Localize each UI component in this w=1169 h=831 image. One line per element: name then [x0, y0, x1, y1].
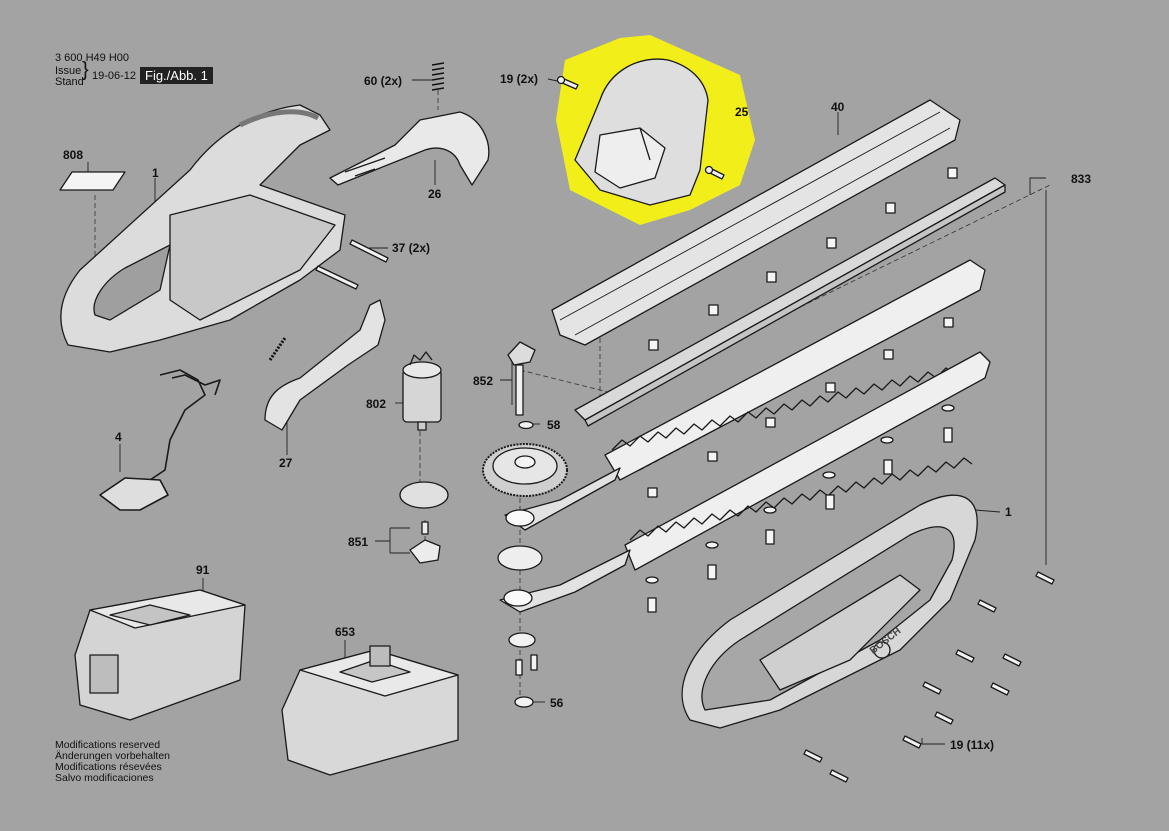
blade-lower	[499, 351, 991, 613]
part-label-802: 802	[366, 397, 387, 411]
stand-label: Stand	[55, 76, 84, 88]
part-label-19-bottom: 19 (11x)	[950, 738, 995, 752]
pin-852	[507, 341, 536, 430]
part-label-40: 40	[831, 100, 845, 114]
footer-modifications-en: Modifications reserved	[55, 739, 161, 751]
brace-glyph: }	[82, 59, 89, 81]
switch-wiring-4	[99, 369, 221, 511]
guard-25	[574, 58, 709, 206]
part-label-852: 852	[473, 374, 494, 388]
part-label-1-bottom: 1	[1005, 505, 1012, 519]
footer-modifications-fr: Modifications résevées	[55, 761, 162, 773]
issue-date: 19-06-12	[92, 70, 137, 82]
footer-modifications-de: Änderungen vorbehalten	[55, 750, 171, 762]
issue-label: Issue	[55, 65, 82, 77]
cam-disc	[497, 545, 543, 571]
part-label-19-top: 19 (2x)	[500, 72, 539, 86]
gear-wheel	[482, 443, 568, 497]
housing-half-left	[60, 104, 346, 353]
part-label-58: 58	[547, 418, 561, 432]
part-label-1-top: 1	[152, 166, 159, 180]
footer-modifications-es: Salvo modificaciones	[55, 772, 154, 784]
doc-number: 3 600 H49 H00	[55, 52, 129, 64]
part-label-4: 4	[115, 430, 122, 444]
part-label-37: 37 (2x)	[392, 241, 431, 255]
screw-19-top	[556, 75, 725, 180]
pins-37	[315, 239, 389, 290]
part-label-808: 808	[63, 148, 84, 162]
bearing-851	[409, 521, 441, 564]
part-label-25: 25	[735, 105, 749, 119]
screws-19-right	[803, 571, 1055, 783]
spring-60	[431, 62, 445, 91]
part-label-851: 851	[348, 535, 369, 549]
blade-upper	[504, 259, 986, 531]
part-label-653: 653	[335, 625, 356, 639]
part-label-27: 27	[279, 456, 293, 470]
part-label-56: 56	[550, 696, 564, 710]
housing-half-right	[681, 494, 978, 729]
handle-27	[264, 299, 386, 431]
blade-studs	[645, 167, 958, 613]
charger-653	[281, 645, 459, 776]
part-label-833: 833	[1071, 172, 1092, 186]
battery-pack-91	[74, 589, 246, 721]
part-label-26: 26	[428, 187, 442, 201]
trigger-cover-26	[329, 111, 490, 186]
disc-802-pulley	[399, 481, 449, 509]
rail-40	[551, 99, 961, 346]
figure-label: Fig./Abb. 1	[140, 67, 213, 84]
label-plate-808	[59, 171, 126, 191]
motor-802	[402, 351, 442, 431]
part-label-60: 60 (2x)	[364, 74, 403, 88]
part-label-91: 91	[196, 563, 210, 577]
blade-holder-833	[574, 177, 1006, 427]
washers-56	[508, 632, 538, 708]
